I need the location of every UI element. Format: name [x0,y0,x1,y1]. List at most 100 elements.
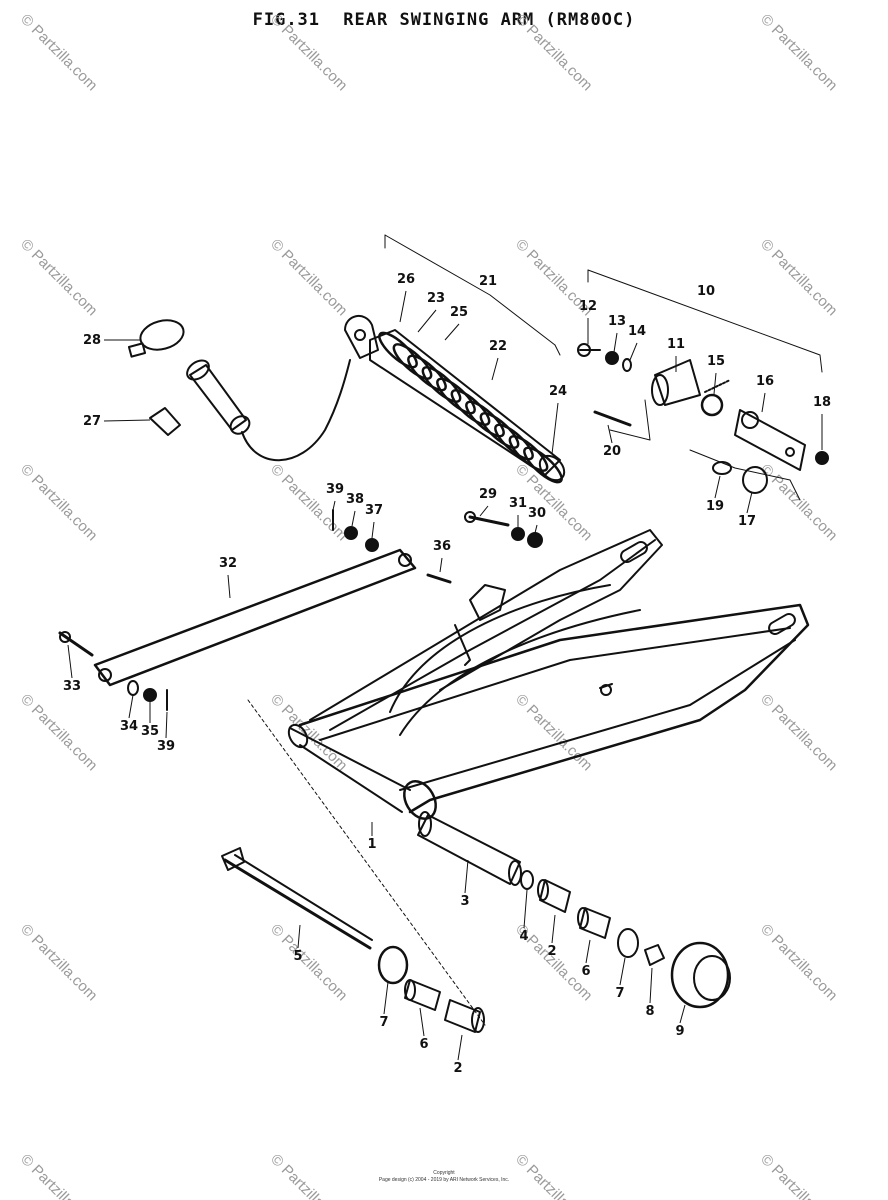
leader-line [383,981,389,1015]
callout-c36: 36 [433,539,451,554]
callout-c38: 38 [346,492,364,507]
leader-line [332,500,336,511]
leader-line [629,342,638,361]
callout-c4: 4 [519,929,528,944]
figure-number: FIG.31 [252,10,321,30]
callout-c37: 37 [365,503,383,518]
callout-c22: 22 [489,339,507,354]
leader-line [439,557,443,573]
watermark-text: © Partzilla.com [267,11,350,94]
leader-line [464,859,469,894]
callout-c25: 25 [450,305,468,320]
callout-c8: 8 [645,1004,654,1019]
watermark-text: © Partzilla.com [267,236,350,319]
leader-line [649,967,653,1004]
leader-line [128,694,134,719]
leader-line [165,711,168,739]
watermark-text: © Partzilla.com [757,236,840,319]
callout-c17: 17 [738,514,756,529]
leader-line [491,357,499,381]
figure-title: FIG.31 REAR SWINGING ARM (RM80OC) [0,10,888,30]
swing-arm [247,529,810,1026]
watermark-text: © Partzilla.com [17,236,100,319]
callout-c24: 24 [549,384,567,399]
leader-line [523,889,528,929]
watermark-text: © Partzilla.com [267,461,350,544]
leader-line [227,574,231,599]
shock-absorber [127,315,566,484]
spring-coil [407,354,447,392]
callout-c20: 20 [603,444,621,459]
leader-line [67,644,73,679]
leader-line [619,957,626,986]
callout-c9: 9 [675,1024,684,1039]
spring-coil [436,377,476,415]
leader-line [534,524,538,534]
watermark-text: © Partzilla.com [267,921,350,1004]
callout-c27: 27 [83,414,101,429]
callout-c33: 33 [63,679,81,694]
leader-line [585,939,591,964]
footer-credit: Page design (c) 2004 - 2019 by ARI Netwo… [378,1177,510,1183]
callout-c21: 21 [479,274,497,289]
leader-line [371,521,375,539]
callout-c16: 16 [756,374,774,389]
callout-c23: 23 [427,291,445,306]
spring-coil [378,331,418,369]
footer-copyright: Copyright [433,1170,455,1176]
watermark-text: © Partzilla.com [512,691,595,774]
callout-c5: 5 [293,949,302,964]
callout-c29: 29 [479,487,497,502]
spring-coil [508,435,549,472]
watermark-text: © Partzilla.com [757,461,840,544]
leader-line [103,419,151,422]
watermark-layer: © Partzilla.com © Partzilla.com © Partzill… [17,11,840,1200]
callout-c15: 15 [707,354,725,369]
callout-c7a: 7 [615,986,624,1001]
callout-c7b: 7 [379,1015,388,1030]
callout-c35: 35 [141,724,159,739]
figure-name: REAR SWINGING ARM (RM80OC) [343,10,636,30]
callout-c39a: 39 [326,482,344,497]
leader-line [417,309,437,333]
watermark-text: © Partzilla.com [512,11,595,94]
pivot-parts [221,811,731,1033]
spring-coil [494,423,534,461]
callout-c30: 30 [528,506,546,521]
callout-c14: 14 [628,324,646,339]
watermark-text: © Partzilla.com [757,11,840,94]
leader-line [713,372,717,395]
callout-c10: 10 [697,284,715,299]
callout-c28: 28 [83,333,101,348]
leader-line [714,475,721,499]
leader-line [457,1034,463,1061]
spring-coil [465,400,505,438]
callout-c34: 34 [120,719,138,734]
watermark-text: © Partzilla.com [757,921,840,1004]
torque-rod [58,509,543,711]
callout-c39b: 39 [157,739,175,754]
leader-line [613,332,618,353]
leader-line [479,505,489,517]
leader-line [551,914,556,944]
leader-line [679,1004,686,1024]
leader-line [444,323,460,341]
footer: Copyright Page design (c) 2004 - 2019 by… [0,1170,888,1184]
callout-c18: 18 [813,395,831,410]
callout-c31: 31 [509,496,527,511]
callout-c3: 3 [460,894,469,909]
spring-coil [421,366,462,403]
leader-line [297,924,301,949]
leader-line [419,1007,425,1037]
callout-c13: 13 [608,314,626,329]
watermark-text: © Partzilla.com [757,691,840,774]
callout-c2a: 2 [547,944,556,959]
callout-c12: 12 [579,299,597,314]
leader-line [761,392,766,413]
leader-line [551,402,559,455]
callout-c32: 32 [219,556,237,571]
callout-c1: 1 [367,837,376,852]
watermark-text: © Partzilla.com [17,691,100,774]
leader-line [746,491,753,514]
